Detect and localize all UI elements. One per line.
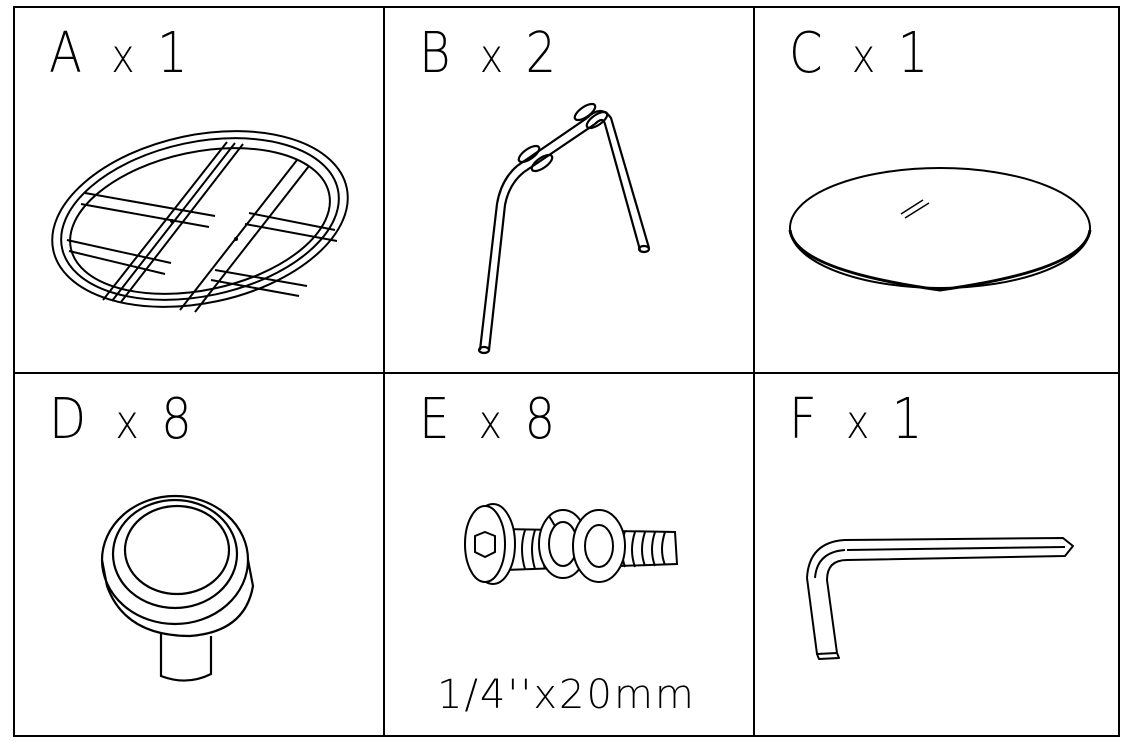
leg-frame-icon <box>477 102 651 355</box>
bolt-spec-text: 1/4''x20mm <box>437 672 696 718</box>
round-frame-icon <box>51 130 349 313</box>
bolt-washer-icon <box>464 503 679 585</box>
foot-cap-icon <box>100 494 255 682</box>
glass-top-icon <box>788 167 1092 292</box>
allen-key-icon <box>806 537 1074 660</box>
